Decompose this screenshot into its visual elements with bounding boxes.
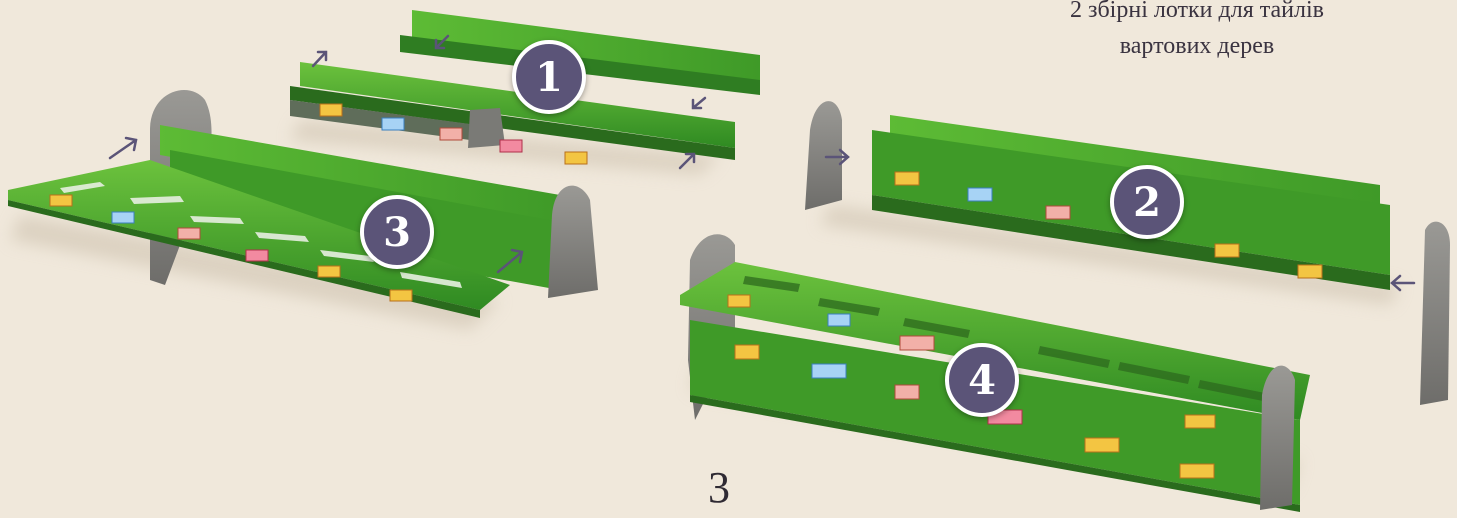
arrow-icon: [110, 138, 136, 158]
arrow-icon: [693, 98, 705, 108]
step-2-badge: 2: [1110, 165, 1184, 239]
step-1-badge: 1: [512, 40, 586, 114]
page-number: 3: [708, 462, 730, 513]
caption-line-1: 2 збірні лотки для тайлів: [982, 0, 1412, 28]
caption-line-2: вартових дерев: [982, 28, 1412, 64]
caption: 2 збірні лотки для тайлів вартових дерев: [982, 0, 1412, 64]
step-3-badge: 3: [360, 195, 434, 269]
step-4-badge: 4: [945, 343, 1019, 417]
arrow-icon: [313, 52, 326, 66]
